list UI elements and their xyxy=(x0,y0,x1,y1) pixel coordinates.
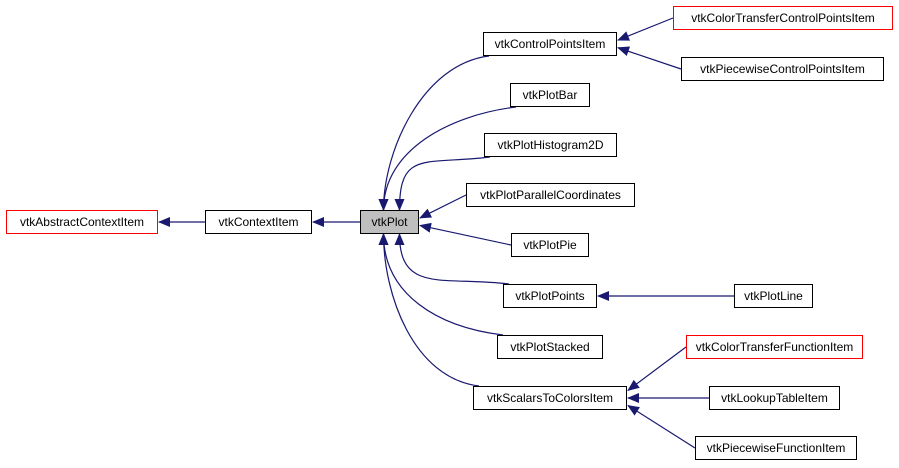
node-vtkPlotStacked[interactable]: vtkPlotStacked xyxy=(497,335,603,359)
node-vtkAbstractContextItem[interactable]: vtkAbstractContextItem xyxy=(6,210,158,234)
node-vtkPlotParallelCoordinates[interactable]: vtkPlotParallelCoordinates xyxy=(466,183,635,207)
node-vtkColorTransferFunctionItem[interactable]: vtkColorTransferFunctionItem xyxy=(686,335,863,359)
edge-vtkPlotPie-to-vtkPlot xyxy=(419,222,512,246)
edge-vtkPlotHistogram2D-to-vtkPlot xyxy=(394,156,491,211)
node-vtkLookupTableItem[interactable]: vtkLookupTableItem xyxy=(709,386,840,410)
edge-vtkPiecewiseFunctionItem-to-vtkScalarsToColorsItem xyxy=(627,404,696,449)
edge-vtkColorTransferFunctionItem-to-vtkScalarsToColorsItem xyxy=(627,346,687,391)
node-vtkPlotBar[interactable]: vtkPlotBar xyxy=(510,83,590,107)
node-vtkPlotPoints[interactable]: vtkPlotPoints xyxy=(503,284,597,308)
node-vtkPlotLine[interactable]: vtkPlotLine xyxy=(734,284,813,308)
node-vtkContextItem[interactable]: vtkContextItem xyxy=(205,210,312,234)
edge-vtkPlotParallelCoordinates-to-vtkPlot xyxy=(419,194,467,219)
node-vtkScalarsToColorsItem[interactable]: vtkScalarsToColorsItem xyxy=(473,386,627,410)
node-vtkPiecewiseFunctionItem[interactable]: vtkPiecewiseFunctionItem xyxy=(695,436,857,460)
edge-vtkColorTransferControlPointsItem-to-vtkControlPointsItem xyxy=(617,17,674,41)
edge-vtkScalarsToColorsItem-to-vtkPlot xyxy=(378,233,480,387)
node-vtkPlot: vtkPlot xyxy=(360,210,419,234)
edge-vtkControlPointsItem-to-vtkPlot xyxy=(378,55,490,211)
edge-vtkPiecewiseControlPointsItem-to-vtkControlPointsItem xyxy=(617,46,682,70)
edge-vtkPlotStacked-to-vtkPlot xyxy=(378,233,504,336)
node-vtkPlotHistogram2D[interactable]: vtkPlotHistogram2D xyxy=(484,133,617,157)
edge-vtkPlotBar-to-vtkPlot xyxy=(378,106,517,211)
edge-vtkPlotPoints-to-vtkPlot xyxy=(394,233,510,285)
node-vtkColorTransferControlPointsItem[interactable]: vtkColorTransferControlPointsItem xyxy=(673,6,893,30)
node-vtkPlotPie[interactable]: vtkPlotPie xyxy=(511,233,589,257)
node-vtkControlPointsItem[interactable]: vtkControlPointsItem xyxy=(483,32,617,56)
node-vtkPiecewiseControlPointsItem[interactable]: vtkPiecewiseControlPointsItem xyxy=(681,57,884,81)
